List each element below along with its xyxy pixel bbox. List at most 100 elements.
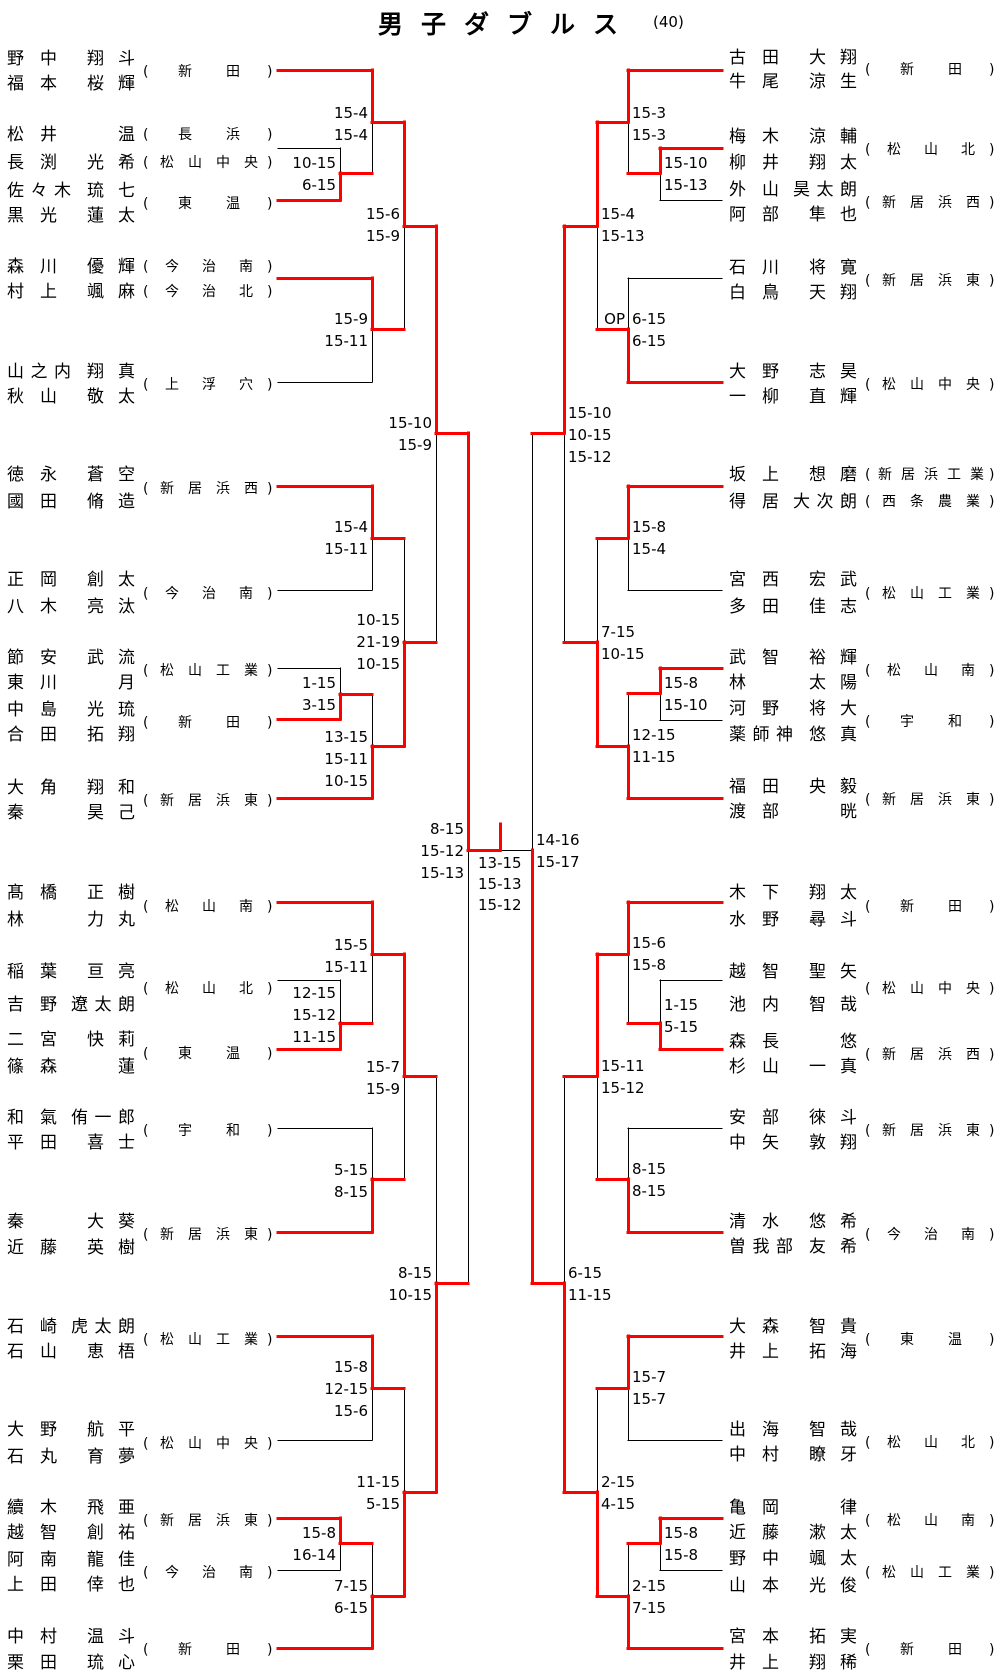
family-name: 河野 bbox=[729, 698, 779, 720]
glyph: 夢 bbox=[118, 1447, 135, 1467]
glyph: 治 bbox=[924, 1226, 938, 1243]
paren-close: ) bbox=[989, 376, 995, 393]
glyph: 今 bbox=[165, 284, 179, 300]
glyph: 柳 bbox=[762, 387, 779, 407]
school-affiliation: (新田) bbox=[865, 60, 995, 80]
school-name: 今治南 bbox=[165, 1563, 253, 1583]
glyph: 浜 bbox=[216, 480, 230, 497]
given-name: 将大 bbox=[809, 698, 857, 720]
glyph: 亘 bbox=[87, 962, 104, 982]
match-score: 11-15 bbox=[292, 1028, 336, 1046]
glyph: 松 bbox=[160, 1331, 174, 1348]
glyph: 翔 bbox=[809, 153, 826, 173]
glyph: 阿 bbox=[729, 205, 746, 225]
player-name: 石崎虎太朗 bbox=[7, 1316, 135, 1338]
family-name: 森川 bbox=[7, 256, 57, 278]
family-name: 和氣 bbox=[7, 1107, 57, 1129]
paren-open: ( bbox=[143, 1564, 149, 1581]
glyph: 永 bbox=[40, 465, 57, 485]
glyph: 晄 bbox=[840, 802, 857, 822]
glyph: 和 bbox=[226, 1122, 240, 1139]
school-affiliation: (松山北) bbox=[865, 140, 995, 160]
given-name: 昊太朗 bbox=[793, 179, 857, 201]
glyph: 業 bbox=[244, 1331, 258, 1348]
given-name: 颯麻 bbox=[87, 281, 135, 303]
family-name: 野中 bbox=[7, 48, 57, 70]
glyph: 倖 bbox=[87, 1575, 104, 1595]
player-name: 白鳥天翔 bbox=[729, 282, 857, 304]
family-name: 林 bbox=[729, 672, 746, 694]
glyph: 悠 bbox=[809, 725, 826, 745]
given-name: 蒼空 bbox=[87, 464, 135, 486]
glyph: 太 bbox=[840, 1549, 857, 1569]
glyph: 翔 bbox=[87, 362, 104, 382]
glyph: 中 bbox=[729, 1445, 746, 1465]
paren-close: ) bbox=[267, 195, 273, 212]
player-name: 武智裕輝 bbox=[729, 647, 857, 669]
family-name: 得居 bbox=[729, 491, 779, 513]
glyph: 新 bbox=[882, 1122, 896, 1139]
glyph: 佳 bbox=[118, 1550, 135, 1570]
family-name: 曽我部 bbox=[729, 1236, 793, 1258]
glyph: 阿 bbox=[7, 1550, 24, 1570]
match-score: 15-11 bbox=[601, 1057, 645, 1075]
glyph: 将 bbox=[809, 258, 826, 278]
player-name: 石丸育夢 bbox=[7, 1446, 135, 1468]
glyph: 希 bbox=[840, 1212, 857, 1232]
player-name: 森川 優輝 bbox=[7, 256, 135, 278]
school-affiliation: (今治南) bbox=[865, 1225, 995, 1245]
glyph: 田 bbox=[226, 1642, 240, 1658]
match-score: 15-9 bbox=[365, 227, 400, 245]
given-name: 翔稀 bbox=[809, 1652, 857, 1674]
paren-open: ( bbox=[865, 1122, 871, 1139]
glyph: 野 bbox=[762, 699, 779, 719]
glyph: 大 bbox=[809, 48, 826, 68]
match-score: 15-3 bbox=[632, 104, 667, 122]
glyph: 武 bbox=[87, 648, 104, 668]
school-name: 新居浜西 bbox=[882, 193, 980, 213]
glyph: 合 bbox=[7, 725, 24, 745]
school-name: 東温 bbox=[178, 1044, 240, 1064]
glyph: 秋 bbox=[7, 387, 24, 407]
school-affiliation: (松山南) bbox=[865, 661, 995, 681]
glyph: 新 bbox=[178, 1642, 192, 1658]
glyph: 森 bbox=[729, 1032, 746, 1052]
school-affiliation: (宇和) bbox=[865, 712, 995, 732]
glyph: 髙 bbox=[7, 883, 24, 903]
player-name: 清水悠希 bbox=[729, 1211, 857, 1233]
family-name: 篠森 bbox=[7, 1056, 57, 1078]
glyph: 西 bbox=[882, 494, 896, 510]
paren-close: ) bbox=[989, 467, 995, 483]
family-name: 福田 bbox=[729, 776, 779, 798]
glyph: 聖 bbox=[809, 962, 826, 982]
school-name: 今治北 bbox=[165, 282, 253, 302]
given-name: 瞭牙 bbox=[809, 1444, 857, 1466]
paren-open: ( bbox=[865, 1046, 871, 1063]
school-name: 新居浜西 bbox=[882, 1045, 980, 1065]
school-affiliation: (新居浜東) bbox=[865, 271, 995, 291]
glyph: 貴 bbox=[840, 1317, 857, 1337]
entry-count: (40) bbox=[653, 13, 684, 31]
match-score: 15-6 bbox=[333, 1402, 368, 1420]
match-score: 15-9 bbox=[333, 310, 368, 328]
match-score: 14-16 bbox=[536, 831, 580, 849]
glyph: 松 bbox=[160, 1435, 174, 1452]
glyph: 大 bbox=[840, 699, 857, 719]
glyph: 想 bbox=[809, 465, 826, 485]
given-name: 裕輝 bbox=[809, 647, 857, 669]
glyph: 黒 bbox=[7, 206, 24, 226]
glyph: 昊 bbox=[793, 180, 810, 200]
glyph: 近 bbox=[7, 1238, 24, 1258]
glyph: 國 bbox=[7, 492, 24, 512]
match-score: 2-15 bbox=[632, 1577, 667, 1595]
match-score: 6-15 bbox=[301, 176, 336, 194]
glyph: 村 bbox=[7, 282, 24, 302]
school-affiliation: (松山工業) bbox=[865, 1563, 995, 1583]
match-score: 3-15 bbox=[301, 696, 336, 714]
glyph: 宇 bbox=[178, 1122, 192, 1139]
paren-open: ( bbox=[143, 284, 149, 300]
given-name: 優輝 bbox=[87, 256, 135, 278]
paren-close: ) bbox=[267, 284, 273, 300]
player-name: 福田央毅 bbox=[729, 776, 857, 798]
